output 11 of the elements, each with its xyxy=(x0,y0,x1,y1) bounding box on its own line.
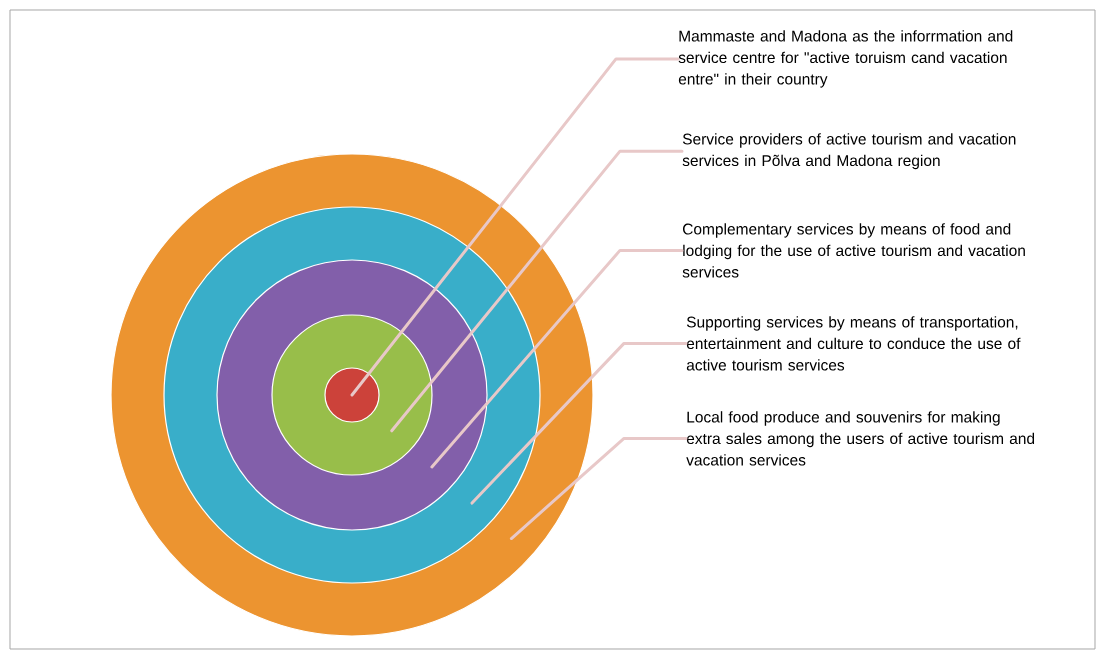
leader-line xyxy=(430,248,684,469)
callout-text: Mammaste and Madona as the inforrmation and service centre for "active toruism cand vacation entre" in their country xyxy=(678,30,1013,88)
leader-line xyxy=(509,436,688,540)
callout-text: Supporting services by means of transportation, entertainment and culture to conduce the use of active tourism services xyxy=(686,316,1021,371)
callout-text: Complementary services by means of food and lodging for the use of active tourism and vacation services xyxy=(682,223,1025,278)
callout-text: Service providers of active tourism and vacation services in Põlva and Madona region xyxy=(682,133,1016,170)
callout-text: Local food produce and souvenirs for making extra sales among the users of active tourism and vacation services xyxy=(686,411,1035,466)
ring xyxy=(324,367,380,423)
leader-line xyxy=(470,341,688,505)
leader-line xyxy=(350,57,680,397)
leader-line xyxy=(390,149,684,433)
